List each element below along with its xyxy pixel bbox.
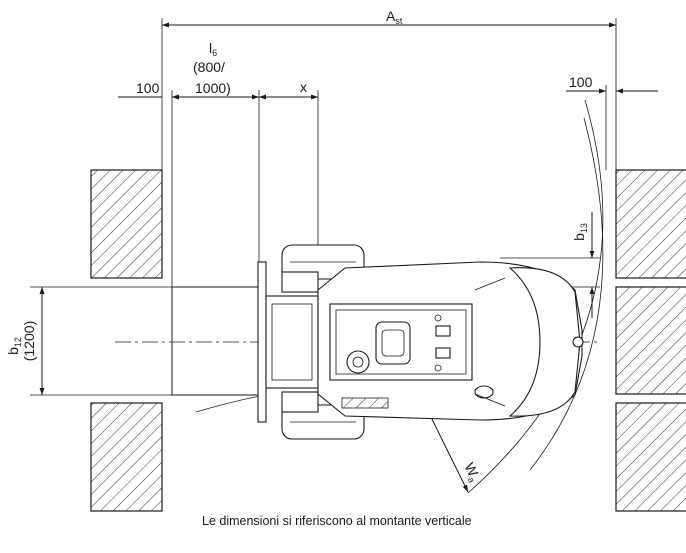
l6-label: l6 bbox=[209, 40, 217, 58]
l6-range-line2: 1000) bbox=[195, 80, 231, 96]
operator-seat bbox=[375, 321, 411, 365]
steering-wheel bbox=[346, 350, 370, 374]
diagram-caption: Le dimensioni si riferiscono al montante… bbox=[202, 514, 472, 528]
right-rack-top bbox=[615, 169, 686, 279]
left-rack-top bbox=[90, 169, 163, 279]
b13-label: b13 bbox=[571, 223, 589, 241]
right-clearance-dimension: 100 bbox=[566, 74, 658, 94]
ast-dimension: Ast bbox=[162, 8, 616, 28]
right-rack bbox=[615, 169, 686, 512]
b12-value: (1200) bbox=[21, 321, 37, 361]
counterweight bbox=[508, 267, 581, 417]
left-rack-bottom bbox=[90, 402, 163, 512]
turning-arcs bbox=[195, 99, 604, 494]
x-dimension: x bbox=[259, 79, 318, 100]
pallet-outline bbox=[171, 286, 260, 396]
x-label: x bbox=[300, 79, 307, 95]
left-clearance-dimension: 100 bbox=[118, 80, 200, 100]
fork-carriage bbox=[257, 261, 267, 423]
right-clearance-label: 100 bbox=[569, 74, 593, 90]
l6-dimension: l6 (800/ 1000) bbox=[172, 40, 259, 100]
step-plate bbox=[341, 397, 389, 409]
b12-dimension: b12 (1200) bbox=[5, 287, 45, 395]
left-rack bbox=[90, 169, 163, 512]
right-rack-bottom bbox=[615, 402, 686, 512]
mast-frame bbox=[265, 295, 319, 389]
b12-label: b12 bbox=[5, 337, 23, 355]
wa-label: Wa bbox=[460, 460, 484, 485]
l6-range-line1: (800/ bbox=[193, 59, 225, 75]
forklift-top-view bbox=[257, 244, 584, 440]
left-clearance-label: 100 bbox=[136, 80, 160, 96]
ast-label: Ast bbox=[386, 8, 403, 26]
right-rack-middle bbox=[615, 286, 686, 395]
